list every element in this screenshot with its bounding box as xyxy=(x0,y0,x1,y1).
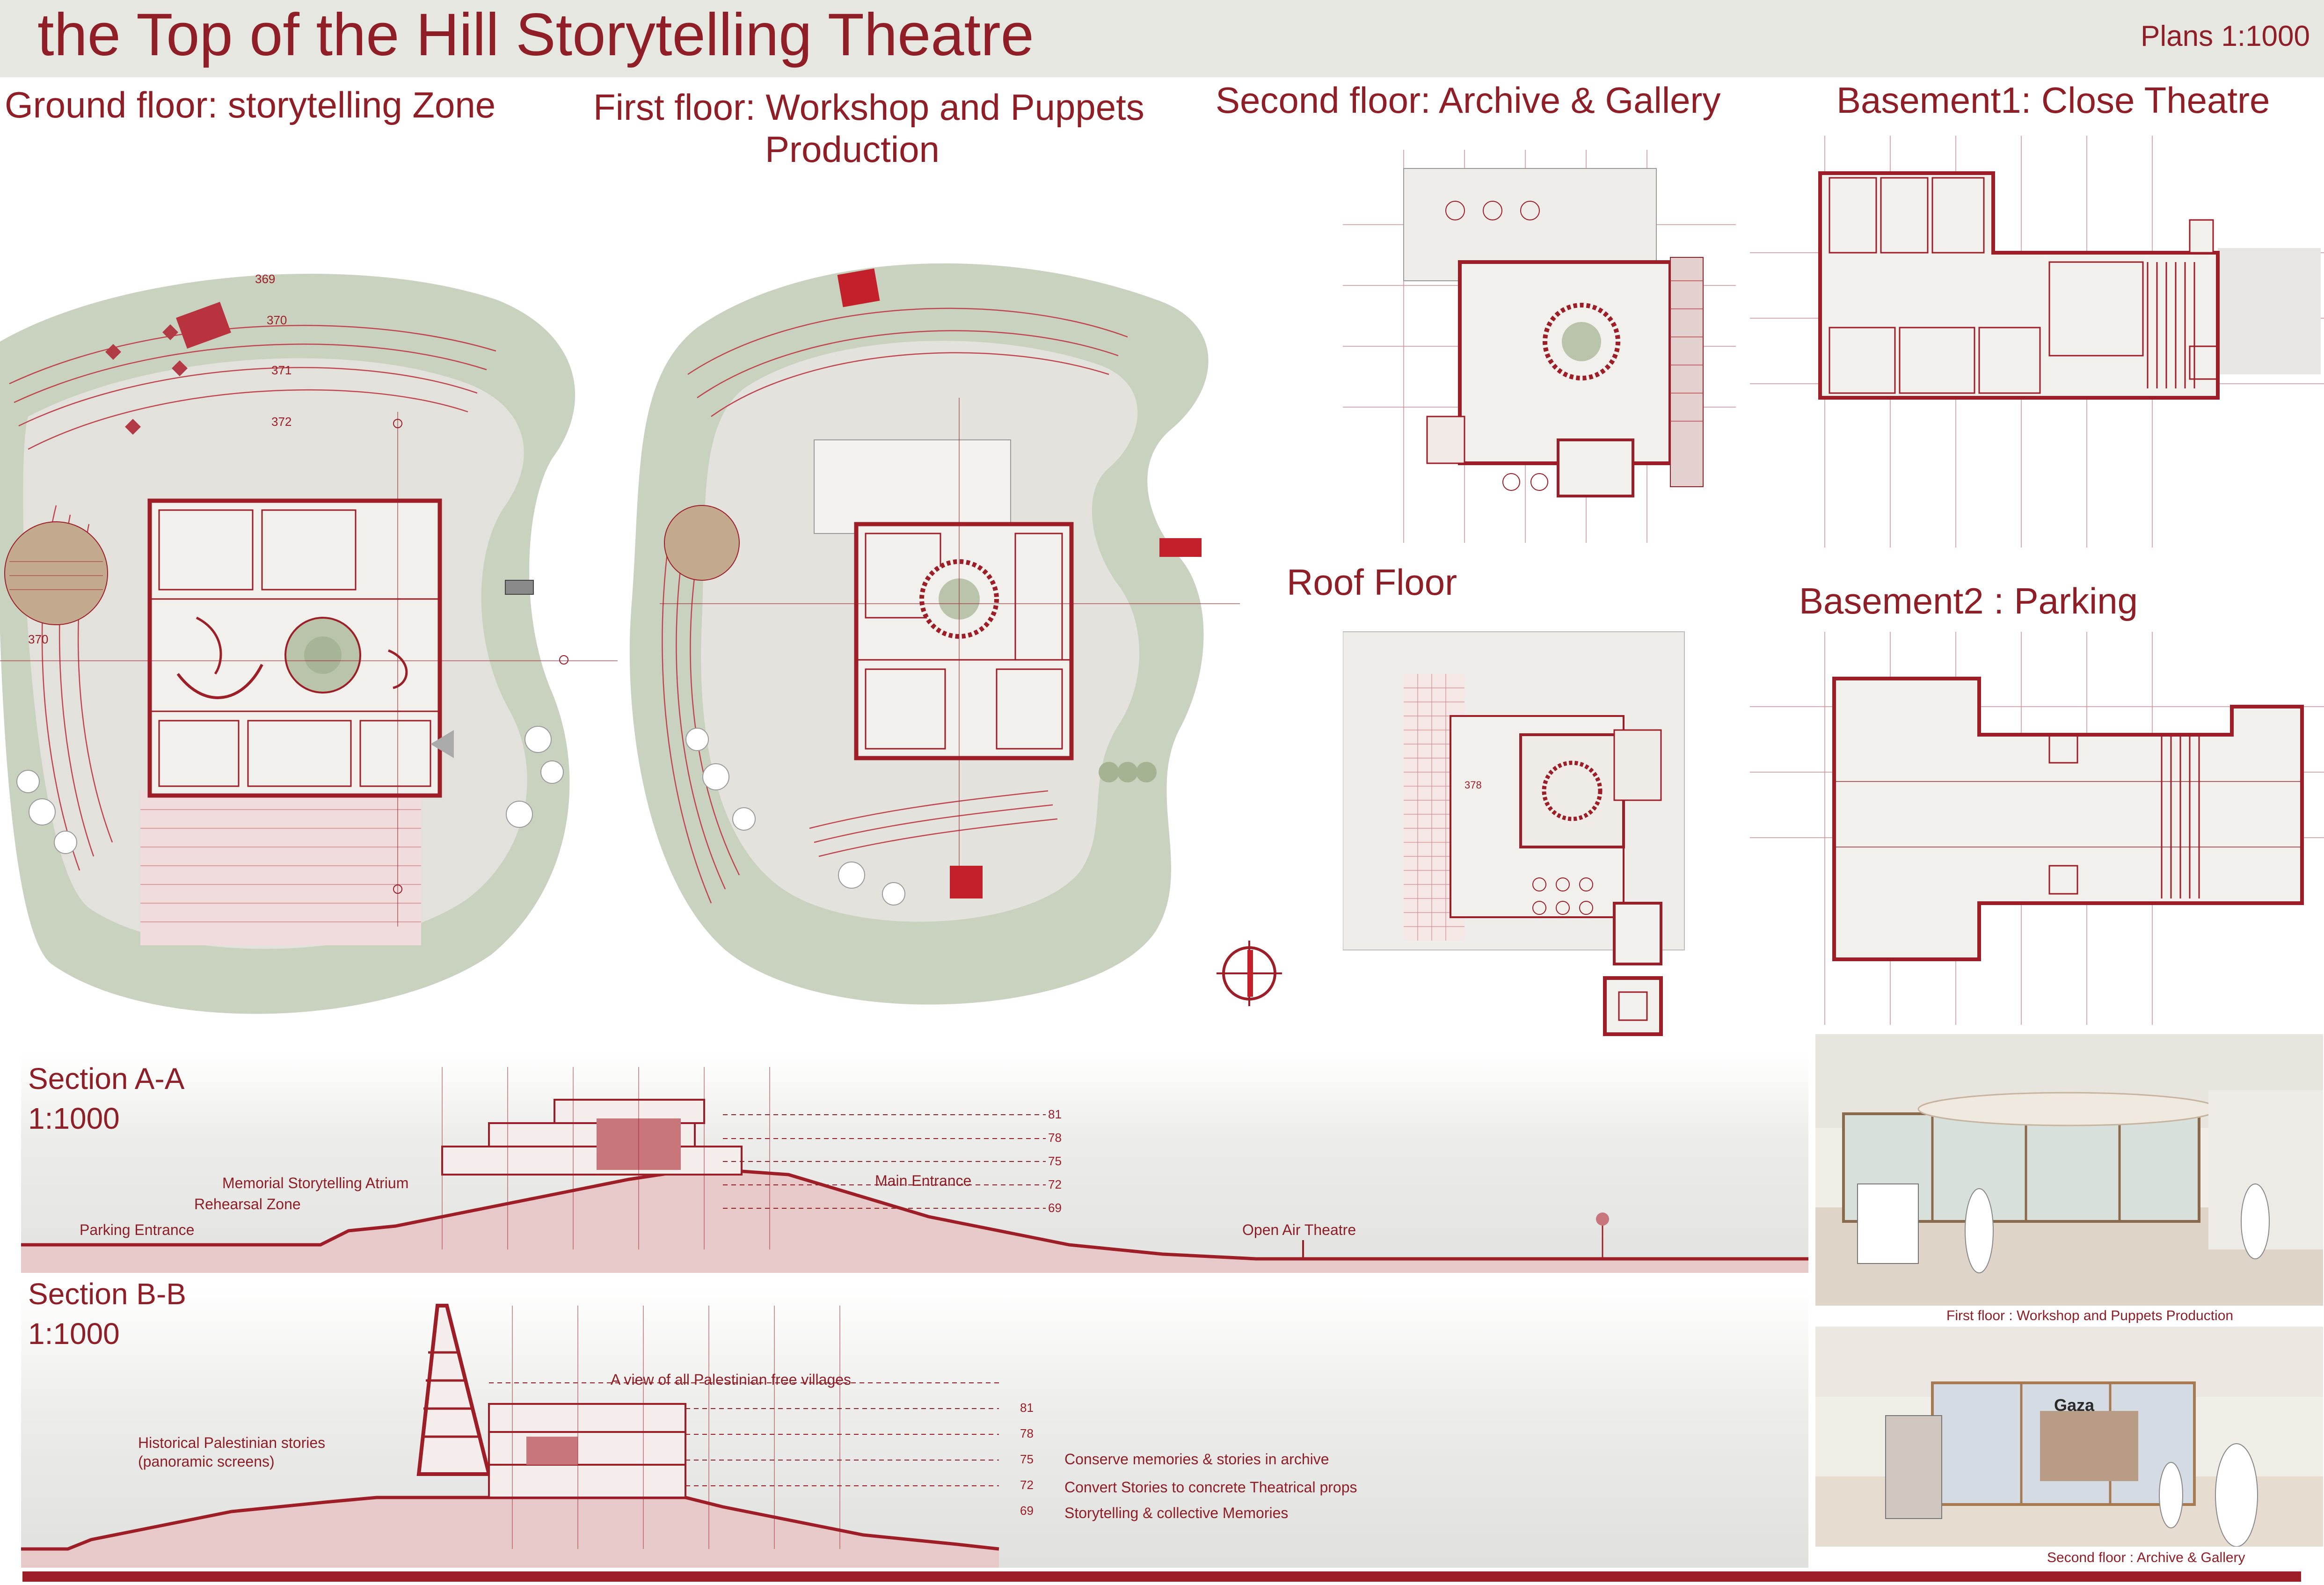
roof-floor-title: Roof Floor xyxy=(1287,562,1457,603)
bottom-rule xyxy=(22,1571,2301,1582)
level-label: 78 xyxy=(1048,1131,1062,1145)
roof-level-label: 378 xyxy=(1464,779,1482,791)
basement2-plan xyxy=(1750,632,2324,1025)
ground-floor-title: Ground floor: storytelling Zone xyxy=(5,84,496,125)
main-entrance-label: Main Entrance xyxy=(875,1172,972,1189)
level-label: 72 xyxy=(1048,1177,1062,1191)
second-floor-title: Second floor: Archive & Gallery xyxy=(1216,80,1721,121)
first-floor-title-line2: Production xyxy=(765,129,940,170)
ground-floor-plan: 369 370 371 372 370 xyxy=(0,272,618,1014)
title-band xyxy=(0,0,2324,77)
first-floor-title-line1: First floor: Workshop and Puppets xyxy=(593,87,1144,128)
level-label: 78 xyxy=(1020,1426,1034,1440)
section-b-title: Section B-B xyxy=(28,1277,186,1311)
conserve-label: Conserve memories & stories in archive xyxy=(1064,1451,1329,1468)
open-air-theatre-label: Open Air Theatre xyxy=(1242,1221,1356,1238)
contour-label: 370 xyxy=(267,313,287,327)
section-a-title: Section A-A xyxy=(28,1062,185,1096)
section-b-scale: 1:1000 xyxy=(28,1317,120,1351)
second-floor-render-caption: Second floor : Archive & Gallery xyxy=(2047,1550,2245,1565)
collective-label: Storytelling & collective Memories xyxy=(1064,1505,1289,1521)
villages-view-label: A view of all Palestinian free villages xyxy=(611,1371,852,1388)
gaza-sign: Gaza xyxy=(2054,1395,2095,1415)
section-b-graphic: 81 78 75 72 69 xyxy=(21,1304,1034,1568)
first-floor-render xyxy=(1815,1034,2323,1306)
page-title: the Top of the Hill Storytelling Theatre xyxy=(37,1,1034,68)
atrium-label: Memorial Storytelling Atrium xyxy=(222,1175,409,1191)
level-label: 75 xyxy=(1048,1154,1062,1168)
rehearsal-label: Rehearsal Zone xyxy=(194,1196,301,1212)
basement2-title: Basement2 : Parking xyxy=(1799,580,2138,621)
convert-label: Convert Stories to concrete Theatrical p… xyxy=(1064,1479,1357,1496)
contour-label: 372 xyxy=(271,415,291,429)
second-floor-plan xyxy=(1343,150,1736,543)
section-a-graphic: 81 78 75 72 69 xyxy=(21,1067,1808,1273)
first-floor-plan xyxy=(629,232,1297,1006)
section-a-scale: 1:1000 xyxy=(28,1102,120,1135)
level-label: 72 xyxy=(1020,1478,1034,1492)
level-label: 81 xyxy=(1048,1107,1062,1121)
historical-stories-label: Historical Palestinian stories xyxy=(138,1434,326,1451)
level-label: 69 xyxy=(1048,1201,1062,1215)
contour-label: 369 xyxy=(255,272,275,286)
roof-floor-plan: 378 xyxy=(1343,631,1685,1036)
panoramic-screens-label: (panoramic screens) xyxy=(138,1453,275,1470)
contour-label: 371 xyxy=(271,363,291,377)
plans-scale: Plans 1:1000 xyxy=(2141,20,2310,52)
first-floor-render-caption: First floor : Workshop and Puppets Produ… xyxy=(1946,1308,2234,1323)
second-floor-render: Gaza xyxy=(1815,1327,2323,1547)
basement1-plan xyxy=(1750,136,2324,548)
level-label: 69 xyxy=(1020,1504,1034,1518)
parking-entrance-label: Parking Entrance xyxy=(80,1221,195,1238)
basement1-title: Basement1: Close Theatre xyxy=(1836,80,2270,121)
contour-label: 370 xyxy=(28,632,48,646)
level-label: 75 xyxy=(1020,1452,1034,1466)
level-label: 81 xyxy=(1020,1401,1034,1415)
